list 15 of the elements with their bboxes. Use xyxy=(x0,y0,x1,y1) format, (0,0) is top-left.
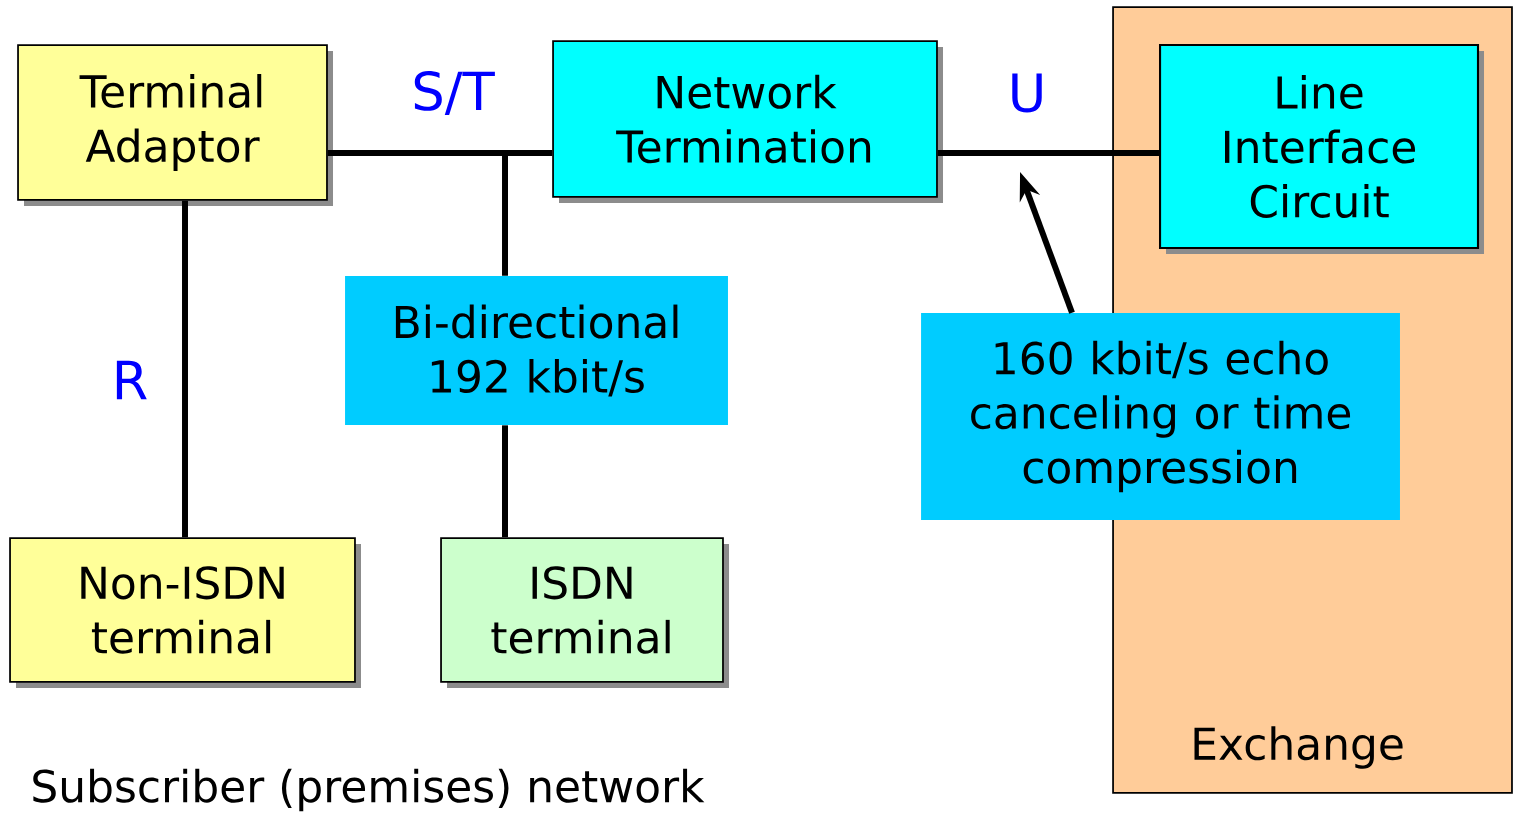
terminal-box: ISDN terminal xyxy=(440,537,729,688)
interface-label: S/T xyxy=(414,71,495,115)
rate-box: Bi-directional 192 kbit/s xyxy=(345,276,728,425)
network-caption: Subscriber (premises) network xyxy=(33,768,705,812)
connector-line xyxy=(502,150,553,276)
terminal-box: Non-ISDN terminal xyxy=(9,537,361,688)
circuit-box: Line Interface Circuit xyxy=(1159,43,1484,254)
note-box: 160 kbit/s echo canceling or time compression xyxy=(921,313,1400,520)
interface-label: R xyxy=(116,360,147,400)
connector-line xyxy=(937,150,1159,156)
interface-label: U xyxy=(1012,73,1042,113)
adaptor-box: Terminal Adaptor xyxy=(17,44,333,206)
termination-box: Network Termination xyxy=(552,40,943,203)
connector-line xyxy=(502,425,508,538)
connector-line xyxy=(182,200,188,538)
